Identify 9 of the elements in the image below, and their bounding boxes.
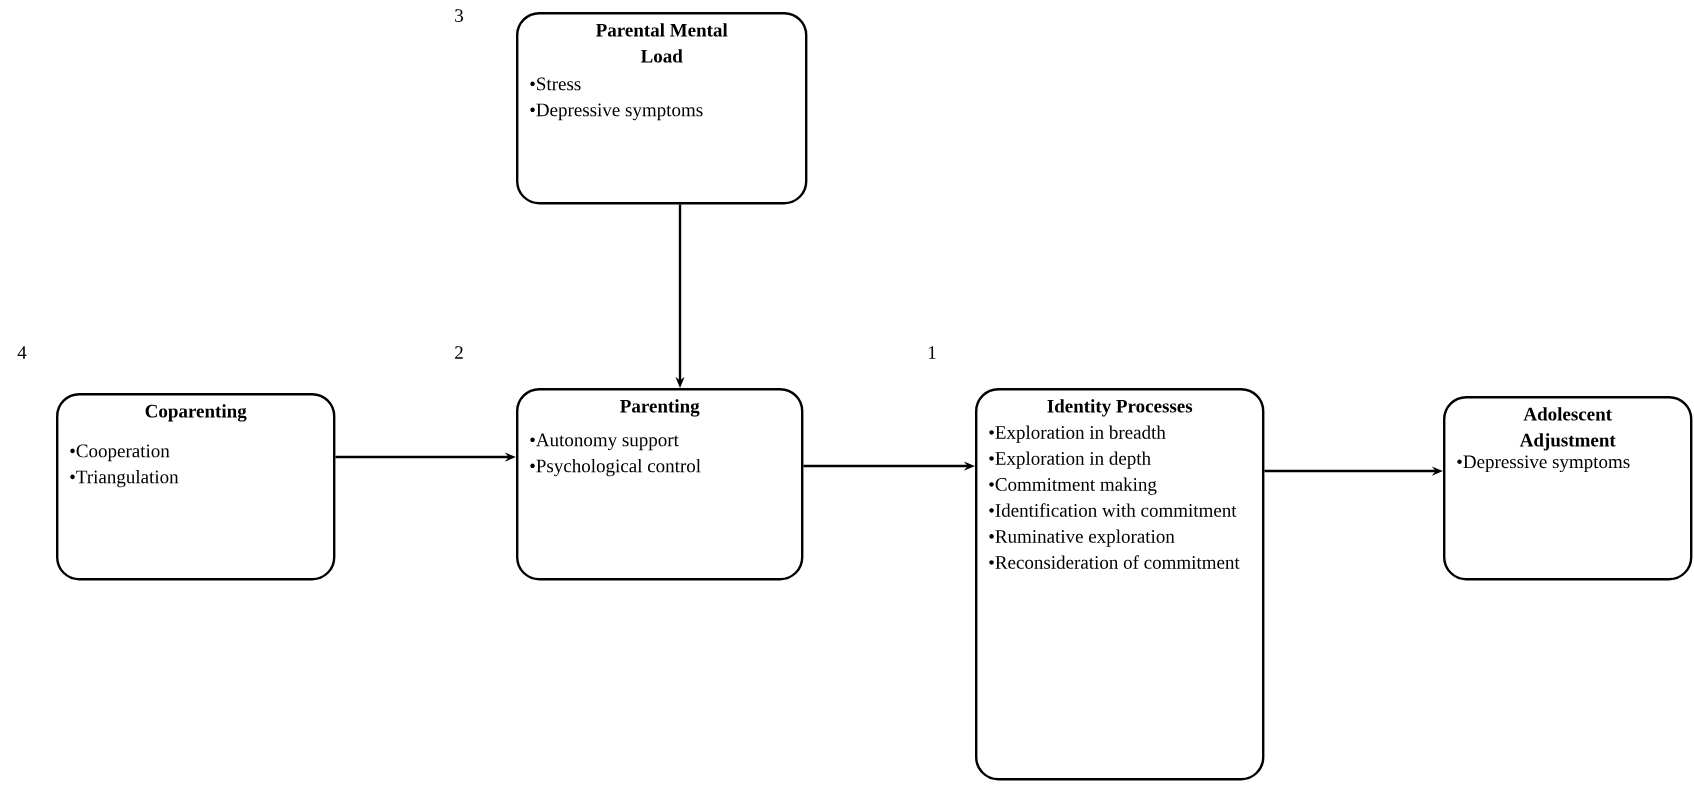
callout-number: 4: [17, 346, 27, 359]
process-box: Identity Processes •Exploration in breadth •Exploration in depth •Commitment making •Identification with commitment •Ruminative exploration •Reconsideration of commitment: [975, 388, 1265, 781]
process-box: Coparenting •Cooperation •Triangulation: [56, 393, 336, 581]
process-box: Parental Mental Load •Stress •Depressive symptoms: [516, 12, 808, 205]
callout-number: 2: [455, 346, 463, 359]
callout-number: 3: [455, 9, 463, 22]
process-box: Adolescent Adjustment •Depressive symptoms: [1443, 396, 1693, 581]
callout-number: 1: [928, 346, 936, 359]
process-box: Parenting •Autonomy support •Psychological control: [516, 388, 804, 581]
